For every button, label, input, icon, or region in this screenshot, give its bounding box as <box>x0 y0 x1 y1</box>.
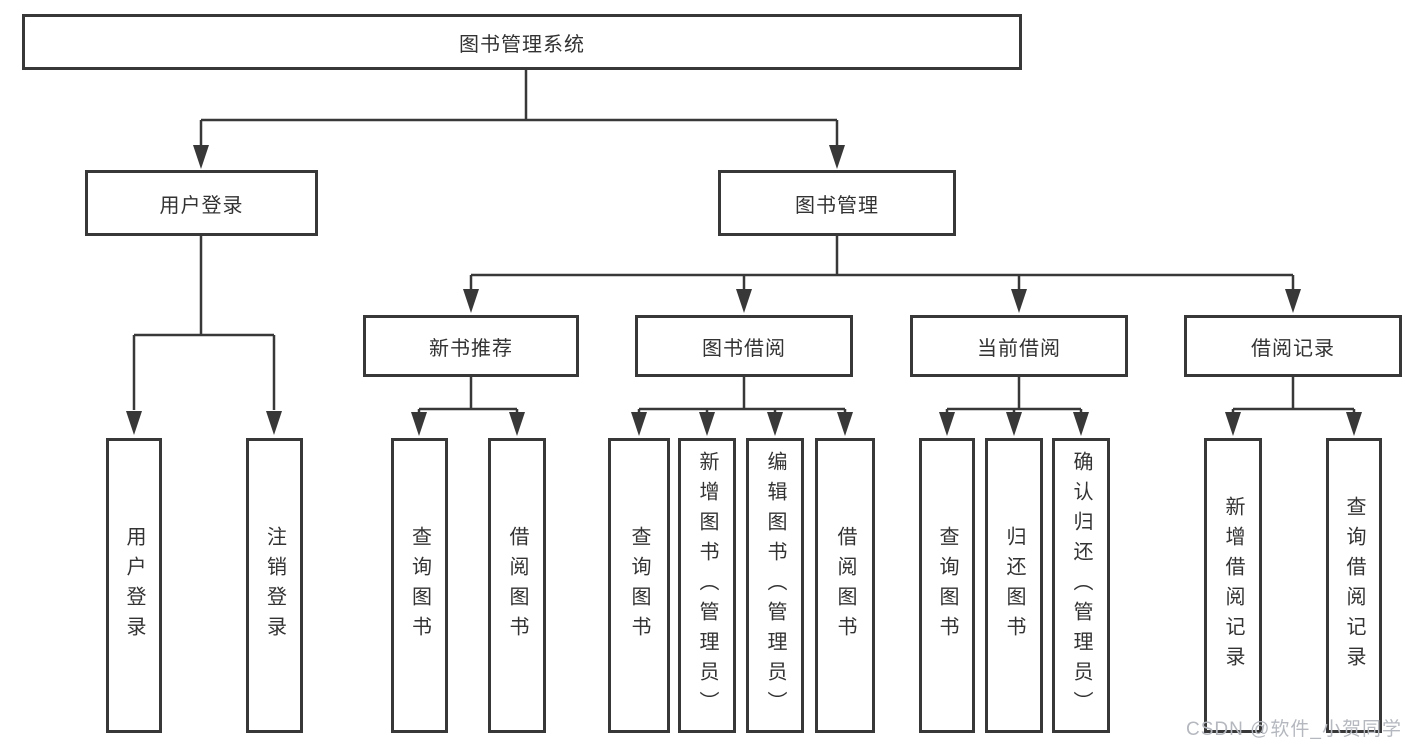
leaf-label: 查询图书 <box>628 525 650 646</box>
leaf-label: 查询图书 <box>408 525 431 646</box>
leaf-label: 新增图书（管理员） <box>696 450 718 721</box>
connector-new-book-to-leaves <box>417 377 519 414</box>
arrowhead-icon <box>829 145 845 169</box>
arrowhead-icon <box>631 412 647 436</box>
leaf-return-books: 归还图书 <box>985 438 1043 733</box>
arrowhead-icon <box>1285 289 1301 313</box>
node-user-login: 用户登录 <box>85 170 318 236</box>
leaf-borrow-books-borrowing: 借阅图书 <box>815 438 875 733</box>
leaf-add-books-admin: 新增图书（管理员） <box>678 438 736 733</box>
leaf-label: 用户登录 <box>123 525 145 646</box>
connector-user-login-to-leaves <box>132 236 276 410</box>
connector-book-borrowing-to-leaves <box>637 377 847 414</box>
arrowhead-icon <box>411 412 427 436</box>
node-book-management: 图书管理 <box>718 170 956 236</box>
node-borrowing-records: 借阅记录 <box>1184 315 1402 377</box>
arrowhead-icon <box>1346 412 1362 436</box>
connector-book-management-to-level3 <box>469 236 1295 291</box>
leaf-borrow-books-recommend: 借阅图书 <box>488 438 546 733</box>
leaf-user-login: 用户登录 <box>106 438 162 733</box>
leaf-confirm-return-admin: 确认归还（管理员） <box>1052 438 1110 733</box>
arrowhead-icon <box>837 412 853 436</box>
leaf-label: 新增借阅记录 <box>1222 495 1244 676</box>
leaf-query-books-recommend: 查询图书 <box>391 438 448 733</box>
connector-borrow-records-to-leaves <box>1231 377 1356 414</box>
arrowhead-icon <box>1073 412 1089 436</box>
connector-current-borrowing-to-leaves <box>945 377 1083 414</box>
csdn-watermark: CSDN @软件_小贺同学 <box>1186 719 1402 740</box>
leaf-add-borrow-record: 新增借阅记录 <box>1204 438 1262 733</box>
arrowhead-icon <box>1006 412 1022 436</box>
node-current-borrowing: 当前借阅 <box>910 315 1128 377</box>
arrowhead-icon <box>736 289 752 313</box>
leaf-label: 查询图书 <box>936 525 958 646</box>
connector-root-to-level2 <box>199 70 839 146</box>
leaf-query-borrow-record: 查询借阅记录 <box>1326 438 1382 733</box>
arrowhead-icon <box>463 289 479 313</box>
arrowhead-icon <box>699 412 715 436</box>
leaf-label: 确认归还（管理员） <box>1070 450 1092 721</box>
leaf-label: 归还图书 <box>1003 525 1025 646</box>
leaf-query-books-borrowing: 查询图书 <box>608 438 670 733</box>
arrowhead-icon <box>126 411 142 435</box>
arrowhead-icon <box>266 411 282 435</box>
arrowhead-icon <box>939 412 955 436</box>
arrowhead-icon <box>193 145 209 169</box>
leaf-edit-books-admin: 编辑图书（管理员） <box>746 438 804 733</box>
leaf-label: 注销登录 <box>263 525 286 646</box>
leaf-label: 借阅图书 <box>506 525 528 646</box>
arrowhead-icon <box>509 412 525 436</box>
leaf-label: 编辑图书（管理员） <box>764 450 786 721</box>
leaf-label: 查询借阅记录 <box>1343 495 1365 676</box>
node-new-book-recommendation: 新书推荐 <box>363 315 579 377</box>
leaf-logout: 注销登录 <box>246 438 303 733</box>
arrowhead-icon <box>1011 289 1027 313</box>
leaf-query-books-current: 查询图书 <box>919 438 975 733</box>
arrowhead-icon <box>767 412 783 436</box>
node-library-management-system: 图书管理系统 <box>22 14 1022 70</box>
arrowhead-icon <box>1225 412 1241 436</box>
node-book-borrowing: 图书借阅 <box>635 315 853 377</box>
leaf-label: 借阅图书 <box>834 525 856 646</box>
